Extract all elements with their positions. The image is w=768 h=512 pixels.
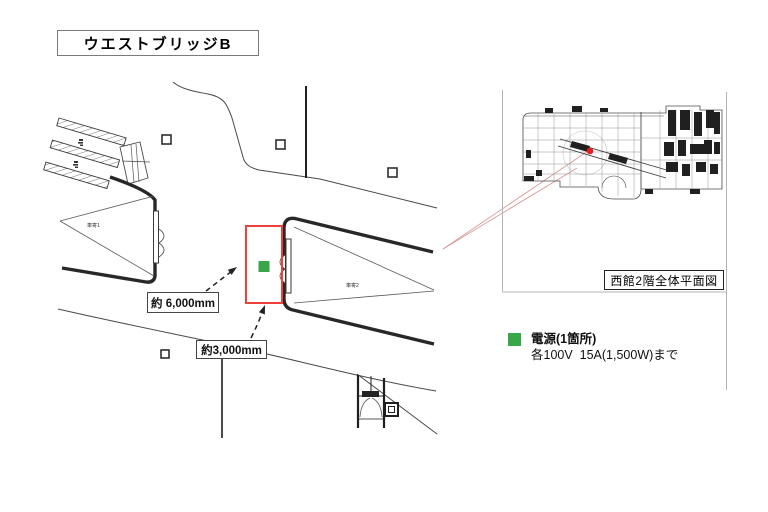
power-legend-swatch-icon [508,333,521,346]
overview-map [522,105,723,200]
dimension-arrows [205,267,265,339]
power-legend-detail: 各100V 15A(1,500W)まで [531,347,679,362]
dimension-label-3000mm: 約3,000mm [196,340,267,359]
power-legend: 電源(1箇所) 各100V 15A(1,500W)まで [508,332,678,363]
car-porch-1-label: 車寄1 [87,223,100,229]
red-highlight-rectangle [245,225,283,304]
highlight-zone [245,225,283,304]
page-title: ウエストブリッジB [57,30,259,56]
gate-structure [356,375,399,428]
overview-map-caption: 西館2階全体平面図 [604,270,724,290]
car-porch-1 [59,175,165,284]
leader-lines [442,152,586,250]
column-markers [160,134,398,359]
escalator-group [43,117,151,190]
overview-dark-blocks [524,106,720,194]
overview-location-dot [586,147,594,155]
power-legend-title: 電源(1箇所) [531,332,597,346]
road-lines-top [172,81,438,209]
escalator-tiny-marks [73,139,83,168]
power-outlet-marker [258,261,270,272]
car-porch-2-label: 車寄2 [346,283,359,289]
overview-panel-borders [502,90,727,390]
dimension-label-6000mm: 約 6,000mm [147,292,219,313]
